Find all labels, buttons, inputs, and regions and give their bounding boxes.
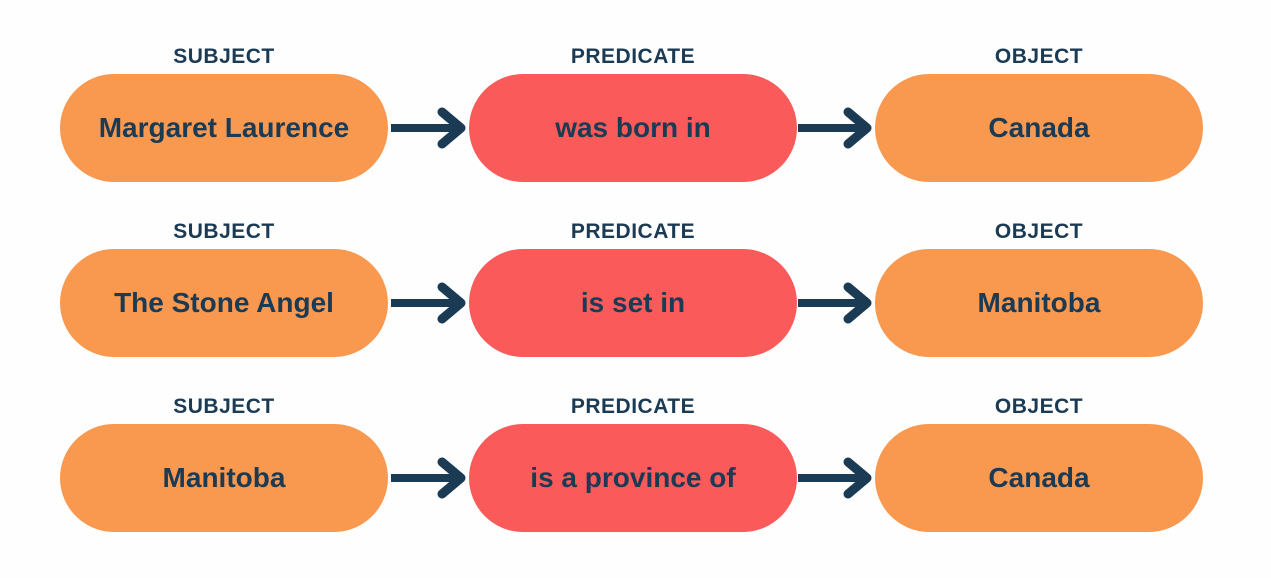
triple-row: SUBJECT The Stone Angel PREDICATE is set… (60, 221, 1271, 357)
predicate-column: PREDICATE was born in (469, 46, 797, 182)
object-label: OBJECT (994, 395, 1084, 418)
predicate-text: is set in (580, 287, 686, 318)
predicate-label: PREDICATE (570, 395, 696, 418)
object-label: OBJECT (994, 220, 1084, 243)
predicate-label: PREDICATE (570, 220, 696, 243)
subject-column: SUBJECT The Stone Angel (60, 221, 388, 357)
object-column: OBJECT Canada (875, 396, 1203, 532)
subject-label: SUBJECT (173, 220, 275, 243)
subject-pill: Margaret Laurence (60, 74, 388, 182)
object-label: OBJECT (994, 45, 1084, 68)
predicate-pill: was born in (469, 74, 797, 182)
arrow-right-icon (388, 46, 469, 150)
triple-row: SUBJECT Margaret Laurence PREDICATE was … (60, 46, 1271, 182)
subject-pill: The Stone Angel (60, 249, 388, 357)
triple-row: SUBJECT Manitoba PREDICATE is a province… (60, 396, 1271, 532)
subject-text: Margaret Laurence (98, 112, 350, 143)
object-pill: Canada (875, 74, 1203, 182)
object-column: OBJECT Manitoba (875, 221, 1203, 357)
predicate-text: was born in (555, 112, 711, 143)
arrow-right-icon (388, 221, 469, 325)
predicate-pill: is a province of (469, 424, 797, 532)
predicate-pill: is set in (469, 249, 797, 357)
object-column: OBJECT Canada (875, 46, 1203, 182)
arrow-right-icon (797, 46, 875, 150)
arrow-right-icon (388, 396, 469, 500)
object-text: Canada (988, 462, 1090, 493)
subject-text: The Stone Angel (114, 287, 334, 318)
subject-pill: Manitoba (60, 424, 388, 532)
arrow-right-icon (797, 221, 875, 325)
subject-text: Manitoba (162, 462, 286, 493)
predicate-column: PREDICATE is a province of (469, 396, 797, 532)
object-pill: Canada (875, 424, 1203, 532)
object-pill: Manitoba (875, 249, 1203, 357)
predicate-text: is a province of (530, 462, 736, 493)
predicate-label: PREDICATE (570, 45, 696, 68)
arrow-right-icon (797, 396, 875, 500)
subject-column: SUBJECT Margaret Laurence (60, 46, 388, 182)
subject-label: SUBJECT (173, 395, 275, 418)
subject-column: SUBJECT Manitoba (60, 396, 388, 532)
predicate-column: PREDICATE is set in (469, 221, 797, 357)
subject-label: SUBJECT (173, 45, 275, 68)
object-text: Manitoba (977, 287, 1101, 318)
object-text: Canada (988, 112, 1090, 143)
